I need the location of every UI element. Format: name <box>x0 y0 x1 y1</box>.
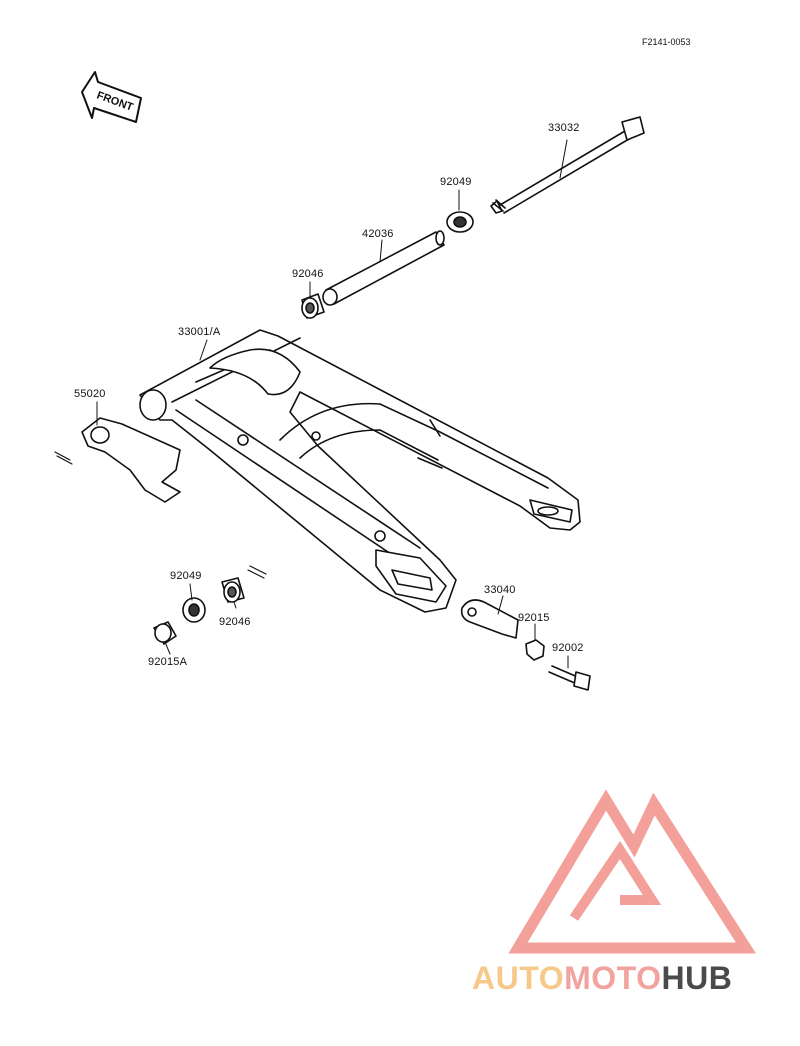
collar-92015a <box>153 621 177 645</box>
part-label-92049-bottom: 92049 <box>170 570 202 582</box>
watermark-text: AUTOMOTOHUB <box>472 960 732 997</box>
part-label-33032: 33032 <box>548 122 580 134</box>
part-label-33040: 33040 <box>484 584 516 596</box>
part-label-92002: 92002 <box>552 642 584 654</box>
sleeve-42036 <box>322 230 445 306</box>
part-label-92015a: 92015A <box>148 656 188 668</box>
part-label-92015: 92015 <box>518 612 550 624</box>
swingarm-33001a <box>139 329 581 613</box>
oil-seal-92049-top <box>446 211 474 233</box>
chain-adjuster-33040 <box>460 599 519 639</box>
front-arrow-icon: FRONT <box>81 71 142 123</box>
part-label-42036: 42036 <box>362 228 394 240</box>
needle-bearing-92046-top <box>301 293 325 319</box>
part-label-92049-top: 92049 <box>440 176 472 188</box>
part-label-92046-bottom: 92046 <box>219 616 251 628</box>
leader-lines <box>96 139 569 669</box>
watermark-logo-icon <box>508 789 757 954</box>
nut-92015 <box>525 639 545 661</box>
figure-code: F2141-0053 <box>642 37 691 47</box>
oil-seal-92049-bottom <box>182 597 206 623</box>
watermark-hub: HUB <box>661 960 733 996</box>
pivot-bolt-33032 <box>490 116 645 214</box>
part-label-55020: 55020 <box>74 388 106 400</box>
bolt-92002 <box>548 665 591 691</box>
watermark-auto: AUTO <box>472 960 565 996</box>
part-label-92046-top: 92046 <box>292 268 324 280</box>
needle-bearing-92046-bottom <box>221 565 267 603</box>
watermark-moto: MOTO <box>564 960 662 996</box>
part-label-33001a: 33001/A <box>178 326 221 338</box>
chain-guard-55020 <box>54 417 181 503</box>
